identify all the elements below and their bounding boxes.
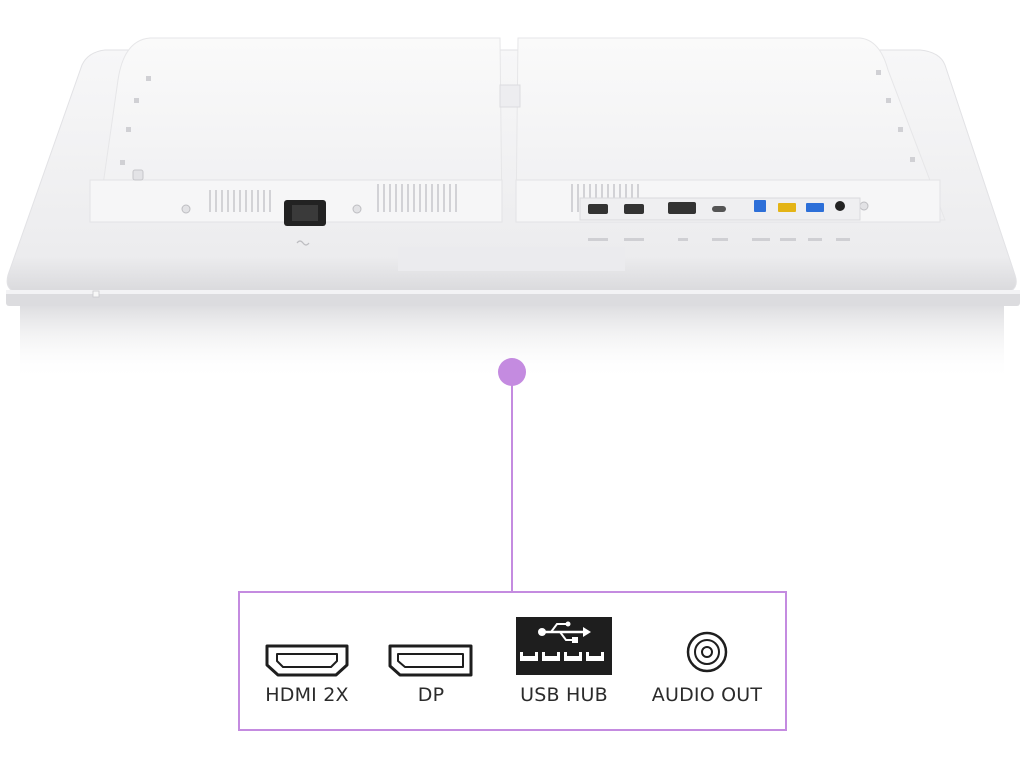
hdmi-port-1: [588, 204, 608, 214]
side-clips: [120, 70, 915, 165]
dp-label: DP: [417, 684, 445, 706]
hdmi-icon: [265, 644, 349, 677]
center-vent: [377, 184, 457, 212]
displayport-port: [668, 202, 696, 214]
audio-out-label: AUDIO OUT: [651, 684, 763, 706]
ac-socket-inner: [292, 205, 318, 221]
screw-right: [859, 201, 869, 211]
usb-a-port-yellow: [778, 203, 796, 212]
power-indicator: [92, 290, 100, 298]
usb-icon: [516, 617, 612, 675]
hdmi-label: HDMI 2X: [265, 684, 349, 706]
connector-legend-box: [238, 591, 787, 731]
usb-b-port: [754, 200, 766, 212]
audio-jack-icon: [686, 631, 728, 673]
monitor-bezel-highlight: [6, 290, 1020, 294]
usb-hub-label: USB HUB: [520, 684, 608, 706]
port-label-marks: [588, 238, 850, 241]
usb-c-port: [712, 206, 726, 212]
hdmi-port-2: [624, 204, 644, 214]
usb-a-port-blue: [806, 203, 824, 212]
rear-cover-right: [515, 37, 946, 221]
left-vent: [209, 190, 271, 212]
displayport-icon: [388, 644, 473, 677]
lock-slot: [132, 169, 144, 181]
stand-mount: [499, 84, 521, 108]
screw-center: [352, 204, 362, 214]
screw-left: [181, 204, 191, 214]
ac-symbol: [296, 240, 310, 246]
rating-label-area: [398, 247, 625, 271]
callout-dot: [498, 358, 526, 386]
audio-port: [835, 201, 845, 211]
